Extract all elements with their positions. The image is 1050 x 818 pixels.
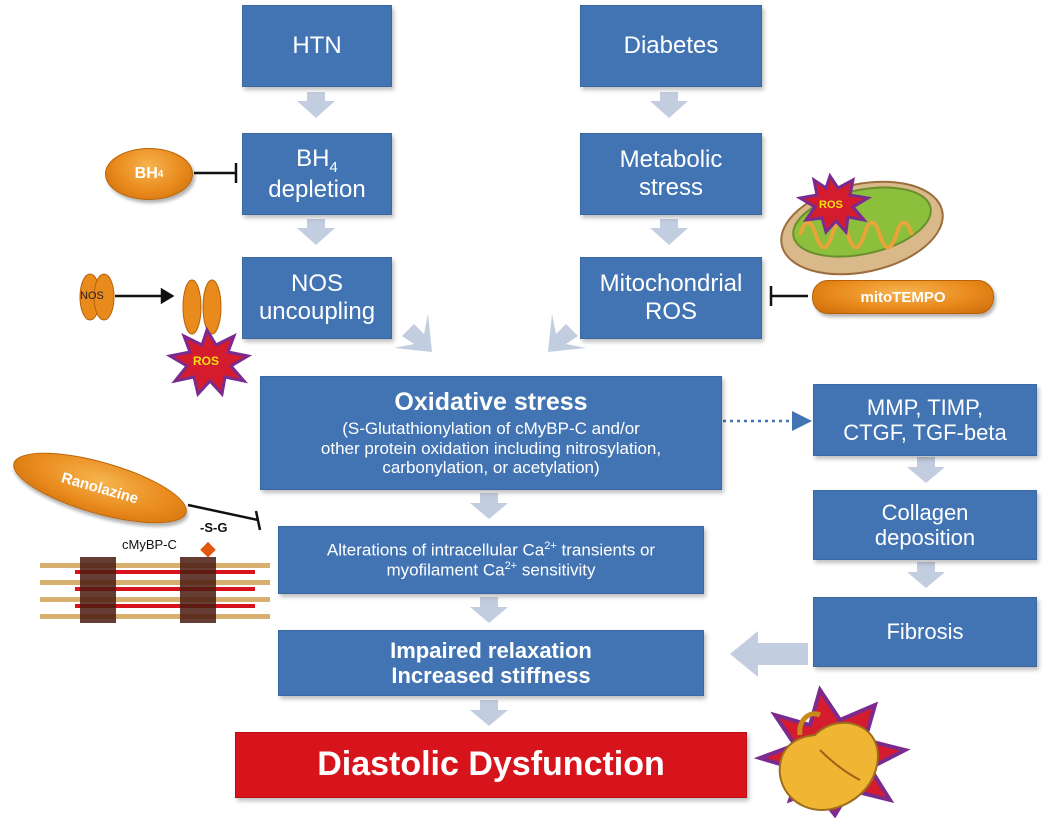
- arrow-fibrosis-to-impaired: [730, 631, 808, 677]
- metabolic-stress-line2: stress: [638, 174, 703, 201]
- nos-uncoupling-line2: uncoupling: [258, 298, 376, 325]
- htn-label: HTN: [292, 32, 342, 60]
- nos-arrow: [115, 287, 175, 305]
- nos-uncoupling-box: NOS uncoupling: [242, 257, 392, 339]
- arrow-htn-to-bh4: [297, 92, 335, 118]
- mmp-timp-line2: CTGF, TGF-beta: [843, 420, 1007, 445]
- collagen-deposition-box: Collagen deposition: [813, 490, 1037, 560]
- ros-burst-mito-icon: [795, 172, 873, 236]
- mitotempo-label: mitoTEMPO: [860, 288, 946, 306]
- fibrosis-box: Fibrosis: [813, 597, 1037, 667]
- oxidative-stress-detail-2: other protein oxidation including nitros…: [320, 438, 662, 458]
- nos-uncoupling-line1: NOS: [290, 270, 343, 298]
- collagen-line1: Collagen: [881, 499, 969, 525]
- diabetes-box: Diabetes: [580, 5, 762, 87]
- inhibitor-mitotempo: [769, 286, 808, 306]
- mitochondrial-ros-line2: ROS: [644, 298, 697, 325]
- oxidative-stress-detail-3: carbonylation, or acetylation): [382, 458, 600, 478]
- mmp-timp-line1: MMP, TIMP,: [866, 394, 984, 420]
- metabolic-stress-line1: Metabolic: [619, 146, 723, 174]
- mitochondrial-ros-box: Mitochondrial ROS: [580, 257, 762, 339]
- mitochondrion-icon: [780, 180, 944, 276]
- nos-label: NOS: [80, 290, 104, 302]
- oxidative-stress-box: Oxidative stress (S-Glutathionylation of…: [260, 376, 722, 490]
- arrow-nos-to-oxidative: [394, 314, 432, 352]
- arrow-collagen-to-fibrosis: [907, 562, 945, 588]
- calcium-line1: Alterations of intracellular Ca2+ transi…: [326, 539, 656, 560]
- ros-label-mito: ROS: [819, 199, 843, 211]
- sg-label: -S-G: [200, 520, 228, 535]
- arrow-impaired-to-diastolic: [470, 700, 508, 726]
- mitochondrial-ros-line1: Mitochondrial: [599, 270, 743, 298]
- inhibitor-bh4: [194, 163, 238, 183]
- metabolic-stress-box: Metabolic stress: [580, 133, 762, 215]
- arrow-metabolic-to-mito: [650, 219, 688, 245]
- bh4-depletion-line1: BH4: [296, 144, 338, 176]
- bh4-depletion-box: BH4 depletion: [242, 133, 392, 215]
- arrow-bh4-to-nos: [297, 219, 335, 245]
- oxidative-stress-detail-1: (S-Glutathionylation of cMyBP-C and/or: [342, 419, 640, 439]
- fibrosis-label: Fibrosis: [886, 619, 964, 645]
- heart-icon: [778, 711, 879, 812]
- cmybpc-label: cMyBP-C: [122, 537, 177, 552]
- impaired-relaxation-box: Impaired relaxation Increased stiffness: [278, 630, 704, 696]
- diastolic-dysfunction-box: Diastolic Dysfunction: [235, 732, 747, 798]
- diastolic-dysfunction-label: Diastolic Dysfunction: [317, 745, 665, 784]
- calcium-line2: myofilament Ca2+ sensitivity: [386, 560, 596, 580]
- arrow-diabetes-to-metabolic: [650, 92, 688, 118]
- arrow-oxidative-to-calcium: [470, 493, 508, 519]
- oxidative-stress-title: Oxidative stress: [394, 388, 588, 417]
- mmp-timp-box: MMP, TIMP, CTGF, TGF-beta: [813, 384, 1037, 456]
- diabetes-label: Diabetes: [623, 32, 719, 60]
- mitotempo-pill: mitoTEMPO: [812, 280, 994, 314]
- uncoupled-nos-icon: [182, 279, 222, 335]
- arrow-mito-to-oxidative: [548, 314, 586, 352]
- inhibitor-ranolazine: [187, 503, 262, 531]
- ros-burst-nos-icon: [165, 326, 253, 398]
- collagen-line2: deposition: [874, 525, 976, 550]
- ranolazine-label: Ranolazine: [59, 468, 141, 508]
- myofilament-icon: [40, 541, 270, 623]
- htn-box: HTN: [242, 5, 392, 87]
- impaired-relaxation-line2: Increased stiffness: [391, 663, 591, 688]
- bh4-depletion-line2: depletion: [268, 175, 366, 203]
- impaired-relaxation-line1: Impaired relaxation: [390, 637, 592, 663]
- arrow-mmp-to-collagen: [907, 457, 945, 483]
- calcium-alterations-box: Alterations of intracellular Ca2+ transi…: [278, 526, 704, 594]
- nos-dimer-icon: [79, 273, 115, 321]
- ros-label-nos: ROS: [193, 354, 220, 368]
- arrow-calcium-to-impaired: [470, 597, 508, 623]
